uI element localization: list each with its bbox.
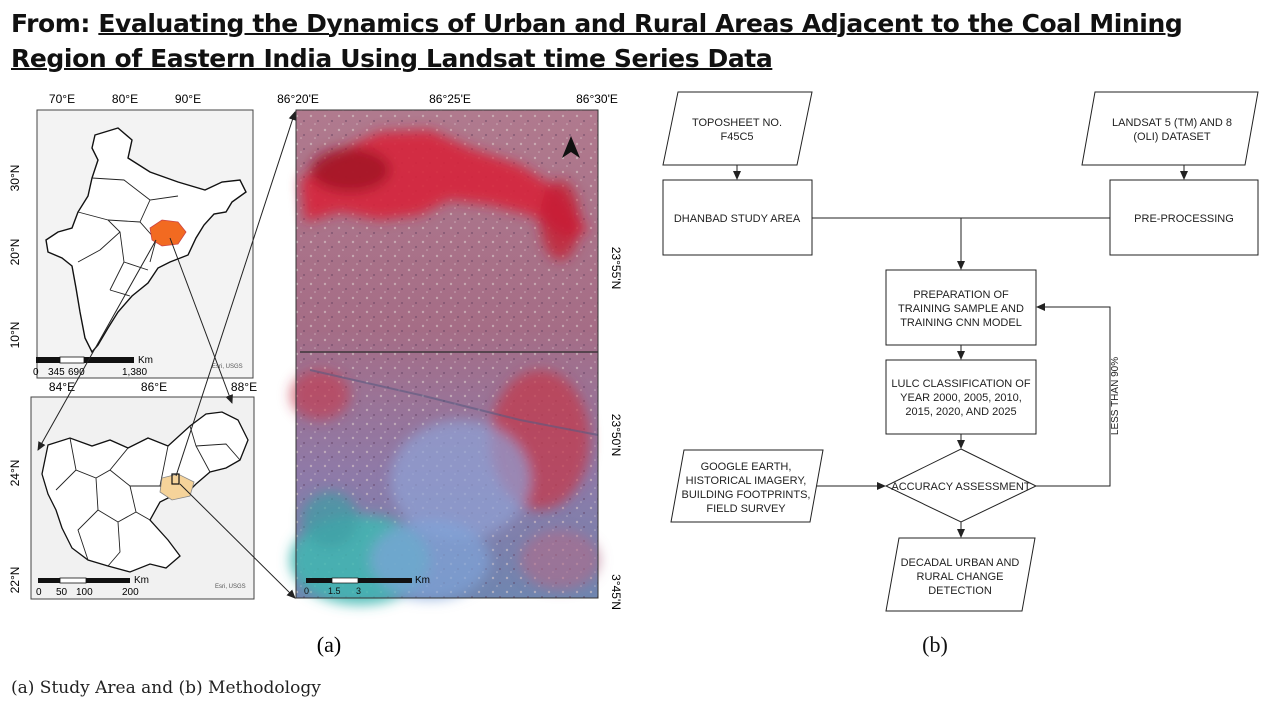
- india-left-ticks: 30°N 20°N 10°N: [8, 165, 22, 349]
- tick-label: 84°E: [49, 380, 75, 394]
- title-line-2: Region of Eastern India Using Landsat ti…: [11, 44, 773, 73]
- box-text: YEAR 2000, 2005, 2010,: [900, 392, 1022, 404]
- box-text: HISTORICAL IMAGERY,: [686, 475, 807, 487]
- tick-label: 24°N: [8, 460, 22, 487]
- box-text: LANDSAT 5 (TM) AND 8: [1112, 117, 1232, 129]
- tick-label: 3°45'N: [609, 574, 623, 610]
- tick-label: 80°E: [112, 92, 138, 106]
- landsat-box: [1081, 91, 1259, 166]
- box-text: 2015, 2020, AND 2025: [905, 406, 1016, 418]
- panel-a-label: (a): [317, 632, 341, 657]
- box-text: ACCURACY ASSESSMENT: [891, 481, 1030, 493]
- scale-value: 690: [68, 367, 85, 378]
- jharkhand-map: 84°E 86°E 88°E 24°N 22°N Km 0 50 100 200: [8, 380, 257, 600]
- scale-value: 1.5: [328, 586, 341, 596]
- tick-label: 22°N: [8, 567, 22, 594]
- box-text: DETECTION: [928, 585, 992, 597]
- title-prefix: From:: [11, 9, 99, 38]
- preprocessing-box: [1109, 179, 1259, 256]
- map-credit: Esri, USGS: [212, 364, 243, 370]
- scale-value: 0: [36, 587, 42, 598]
- india-map: 70°E 80°E 90°E 30°N 20°N 10°N Km 0 345 6…: [8, 92, 254, 379]
- tick-label: 86°25'E: [429, 92, 471, 106]
- tick-label: 70°E: [49, 92, 75, 106]
- box-text: DECADAL URBAN AND: [901, 557, 1020, 569]
- jharkhand-highlight: [149, 219, 187, 247]
- india-scale-bar: Km 0 345 690 1,380 Esri, USGS: [33, 355, 243, 378]
- scale-unit: Km: [138, 355, 153, 366]
- tick-label: 90°E: [175, 92, 201, 106]
- study-area-box: [171, 473, 180, 485]
- tick-label: 86°30'E: [576, 92, 618, 106]
- box-text: GOOGLE EARTH,: [701, 461, 792, 473]
- satellite-scale-bar: Km 0 1.5 3: [304, 575, 430, 596]
- scale-value: 1,380: [122, 367, 147, 378]
- box-text: TOPOSHEET NO.: [692, 117, 782, 129]
- figure-caption: (a) Study Area and (b) Methodology: [11, 678, 321, 698]
- box-text: RURAL CHANGE: [917, 571, 1004, 583]
- box-text: LULC CLASSIFICATION OF: [891, 378, 1030, 390]
- article-title-link[interactable]: Evaluating the Dynamics of Urban and Rur…: [11, 9, 1183, 73]
- detection-box: [885, 537, 1036, 612]
- toposheet-box: [662, 91, 813, 166]
- scale-unit: Km: [415, 575, 430, 586]
- map-credit: Esri, USGS: [215, 584, 246, 590]
- tick-label: 88°E: [231, 380, 257, 394]
- tick-label: 86°E: [141, 380, 167, 394]
- box-text: FIELD SURVEY: [706, 503, 786, 515]
- satellite-top-ticks: 86°20'E 86°25'E 86°30'E: [277, 92, 618, 106]
- scale-unit: Km: [134, 575, 149, 586]
- figure-source-title: From: Evaluating the Dynamics of Urban a…: [11, 6, 1261, 76]
- loop-label: LESS THAN 90%: [1110, 357, 1121, 435]
- scale-value: 50: [56, 587, 68, 598]
- scale-value: 0: [33, 367, 39, 378]
- zoom-connector-lines: [37, 111, 297, 599]
- lulc-box: [885, 359, 1037, 435]
- scale-value: 100: [76, 587, 93, 598]
- study-area-box: [662, 179, 813, 256]
- panel-a: 70°E 80°E 90°E 30°N 20°N 10°N Km 0 345 6…: [8, 92, 623, 657]
- box-text: PREPARATION OF: [913, 289, 1009, 301]
- scale-value: 3: [356, 586, 361, 596]
- flow-arrows: [733, 165, 1188, 538]
- reference-box: [670, 449, 824, 523]
- india-top-ticks: 70°E 80°E 90°E: [49, 92, 201, 106]
- jharkhand-left-ticks: 24°N 22°N: [8, 460, 22, 594]
- panel-b-flowchart: TOPOSHEET NO. F45C5 LANDSAT 5 (TM) AND 8…: [662, 91, 1259, 657]
- box-text: BUILDING FOOTPRINTS,: [682, 489, 811, 501]
- jharkhand-top-ticks: 84°E 86°E 88°E: [49, 380, 257, 394]
- box-text: TRAINING SAMPLE AND: [898, 303, 1024, 315]
- jharkhand-scale-bar: Km 0 50 100 200 Esri, USGS: [36, 575, 246, 598]
- north-arrow-icon: [562, 136, 580, 158]
- tick-label: 23°55'N: [609, 247, 623, 289]
- panel-b-label: (b): [922, 632, 948, 657]
- tick-label: 10°N: [8, 322, 22, 349]
- box-text: DHANBAD STUDY AREA: [674, 213, 801, 225]
- tick-label: 30°N: [8, 165, 22, 192]
- title-line-1: Evaluating the Dynamics of Urban and Rur…: [98, 9, 1183, 38]
- scale-value: 345: [48, 367, 65, 378]
- tick-label: 20°N: [8, 239, 22, 266]
- scale-value: 0: [304, 586, 309, 596]
- scale-value: 200: [122, 587, 139, 598]
- box-text: PRE-PROCESSING: [1134, 213, 1234, 225]
- tick-label: 23°50'N: [609, 414, 623, 456]
- training-box: [885, 269, 1037, 346]
- satellite-image: Km 0 1.5 3 86°20'E 86°25'E 86°30'E 23°55…: [277, 92, 623, 610]
- satellite-right-ticks: 23°55'N 23°50'N 3°45'N: [609, 247, 623, 610]
- box-text: TRAINING CNN MODEL: [900, 317, 1022, 329]
- tick-label: 86°20'E: [277, 92, 319, 106]
- box-text: F45C5: [720, 131, 753, 143]
- box-text: (OLI) DATASET: [1133, 131, 1210, 143]
- india-outline: [45, 127, 247, 354]
